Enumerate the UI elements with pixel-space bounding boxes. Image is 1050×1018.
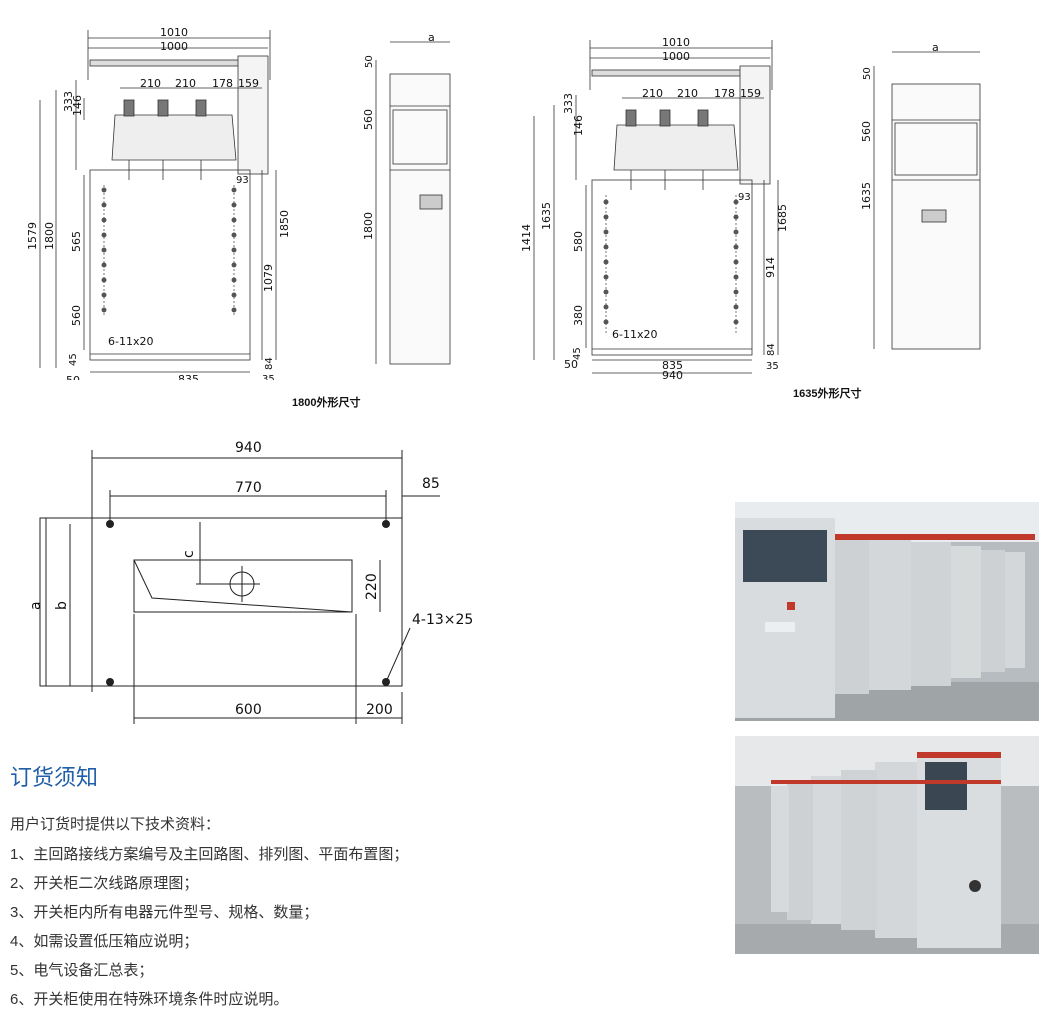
dim-200: 200 — [366, 702, 393, 718]
dim-1850: 1850 — [278, 210, 291, 238]
dim-a: a — [28, 601, 44, 610]
dim-45: 45 — [572, 347, 583, 360]
foundation-plan-drawing: 940 770 85 a b c 220 4-13×25 600 200 — [28, 440, 473, 724]
dim-333: 333 — [562, 93, 575, 114]
cabinet-1800-side-drawing: a 50 560 1800 — [362, 31, 451, 365]
dim-pitch-1: 210 — [140, 77, 161, 90]
ordering-heading: 订货须知 — [10, 765, 99, 790]
dim-1010: 1010 — [662, 36, 690, 49]
switchgear-photo-2 — [735, 736, 1039, 954]
dim-50-side: 50 — [364, 55, 375, 68]
dim-pitch-2: 210 — [677, 87, 698, 100]
dim-1635: 1635 — [540, 202, 553, 230]
cabinet-1635-front-drawing: 1010 1000 210 210 178 159 1414 1635 333 … — [520, 36, 789, 380]
switchgear-photo-1 — [735, 502, 1039, 721]
dim-220: 220 — [364, 573, 380, 600]
dim-pitch-4: 159 — [740, 87, 761, 100]
dim-600: 600 — [235, 702, 262, 718]
dim-35: 35 — [766, 361, 779, 372]
dim-c: c — [181, 550, 197, 558]
dim-1079: 1079 — [262, 264, 275, 292]
dim-50-side: 50 — [862, 67, 873, 80]
dim-565: 565 — [70, 231, 83, 252]
caption-1635: 1635外形尺寸 — [793, 388, 862, 400]
dim-580: 580 — [572, 231, 585, 252]
ordering-item-2: 2、开关柜二次线路原理图； — [10, 875, 199, 892]
dim-835: 835 — [662, 359, 683, 372]
dim-1414: 1414 — [520, 224, 533, 252]
dim-1000: 1000 — [662, 50, 690, 63]
dim-pitch-2: 210 — [175, 77, 196, 90]
dim-333: 333 — [62, 91, 75, 112]
dim-940: 940 — [235, 440, 262, 456]
dim-1010: 1010 — [160, 26, 188, 39]
dim-pitch-4: 159 — [238, 77, 259, 90]
dim-93: 93 — [236, 175, 249, 186]
ordering-item-1: 1、主回路接线方案编号及主回路图、排列图、平面布置图； — [10, 846, 409, 863]
ordering-item-5: 5、电气设备汇总表； — [10, 962, 154, 979]
dim-35: 35 — [262, 374, 275, 380]
ordering-item-3: 3、开关柜内所有电器元件型号、规格、数量； — [10, 904, 319, 921]
dim-pitch-3: 178 — [714, 87, 735, 100]
dim-380: 380 — [572, 305, 585, 326]
dim-835: 835 — [178, 373, 199, 380]
caption-1800: 1800外形尺寸 — [292, 397, 361, 409]
dim-b: b — [54, 601, 70, 610]
dim-85: 85 — [422, 476, 440, 492]
hole-note: 6-11x20 — [108, 335, 153, 348]
dim-pitch-3: 178 — [212, 77, 233, 90]
dim-a: a — [428, 31, 435, 44]
dim-84: 84 — [264, 357, 275, 370]
dim-770: 770 — [235, 480, 262, 496]
dim-50: 50 — [564, 358, 578, 371]
dim-560: 560 — [70, 305, 83, 326]
dim-93: 93 — [738, 192, 751, 203]
ordering-intro: 用户订货时提供以下技术资料： — [10, 816, 221, 833]
dim-1635-side: 1635 — [860, 182, 873, 210]
ordering-item-4: 4、如需设置低压箱应说明； — [10, 933, 199, 950]
dim-1000: 1000 — [160, 40, 188, 53]
cabinet-1800-front-drawing: 1010 1000 210 210 178 159 1579 1800 333 … — [26, 26, 291, 380]
dim-1800: 1800 — [43, 222, 56, 250]
dim-146: 146 — [71, 95, 84, 116]
dim-914: 914 — [764, 257, 777, 278]
dim-a: a — [932, 41, 939, 54]
ordering-item-6: 6、开关柜使用在特殊环境条件时应说明。 — [10, 991, 289, 1008]
dim-1685: 1685 — [776, 204, 789, 232]
hole-note: 6-11x20 — [612, 328, 657, 341]
dim-84: 84 — [766, 343, 777, 356]
dim-940: 940 — [662, 369, 683, 380]
dim-1579: 1579 — [26, 222, 39, 250]
dim-560-side: 560 — [362, 109, 375, 130]
dim-146: 146 — [572, 115, 585, 136]
dim-45: 45 — [68, 353, 79, 366]
dim-560-side: 560 — [860, 121, 873, 142]
dim-50: 50 — [66, 374, 80, 380]
dim-pitch-1: 210 — [642, 87, 663, 100]
cabinet-1635-side-drawing: a 50 560 1635 — [860, 41, 981, 350]
dim-1800-side: 1800 — [362, 212, 375, 240]
hole-spec: 4-13×25 — [412, 612, 473, 628]
